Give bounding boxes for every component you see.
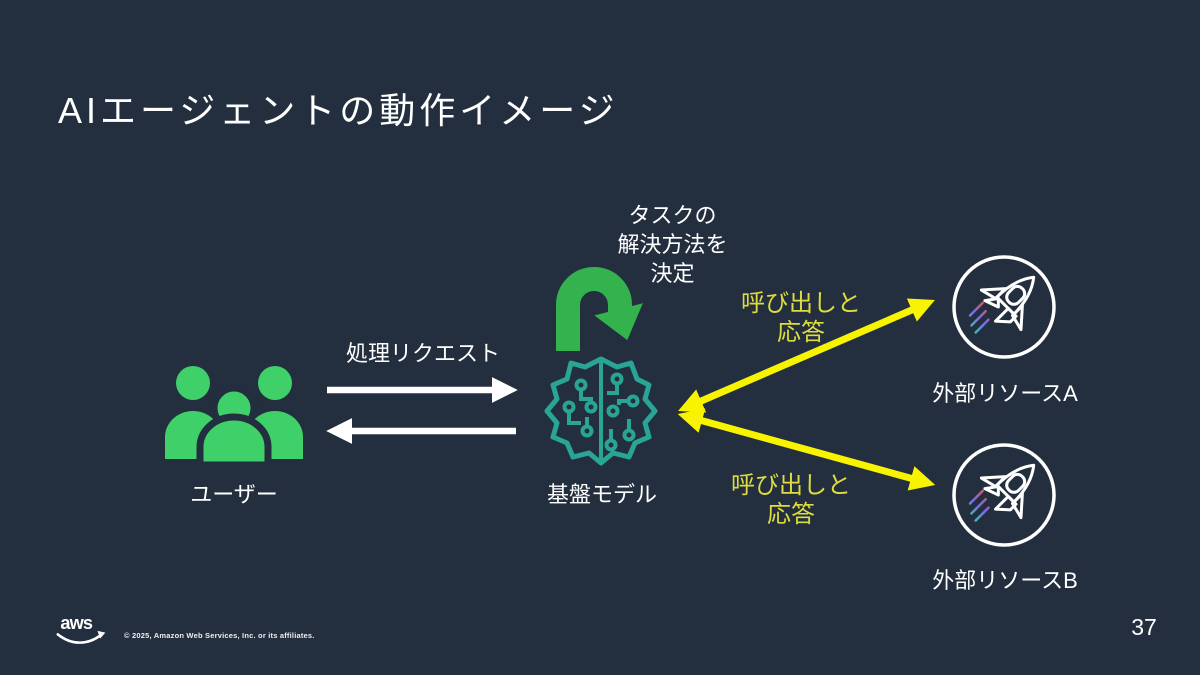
user-label: ユーザー (190, 482, 278, 507)
users-group-icon (165, 366, 303, 465)
resource-a-label: 外部リソースA (932, 381, 1078, 406)
aws-logo: aws (56, 613, 106, 644)
circuit-brain-icon (544, 356, 658, 466)
aws-smile-swoosh (56, 632, 105, 644)
call-response-label-bottom: 呼び出しと 応答 (731, 472, 851, 528)
copyright-text: © 2025, Amazon Web Services, Inc. or its… (124, 631, 315, 640)
model-label: 基盤モデル (546, 482, 657, 507)
call-response-label-top: 呼び出しと 応答 (741, 290, 861, 346)
request-arrow-label: 処理リクエスト (345, 341, 500, 366)
page-number: 37 (1131, 614, 1157, 640)
u-turn-arrow-icon (556, 267, 643, 351)
task-decision-label: タスクの 解決方法を 決定 (617, 203, 728, 286)
resource-b-label: 外部リソースB (932, 568, 1078, 593)
rocket-icon (952, 443, 1056, 547)
page-title: AIエージェントの動作イメージ (58, 90, 619, 131)
rocket-icon (952, 255, 1056, 359)
aws-logo-text: aws (60, 613, 92, 633)
